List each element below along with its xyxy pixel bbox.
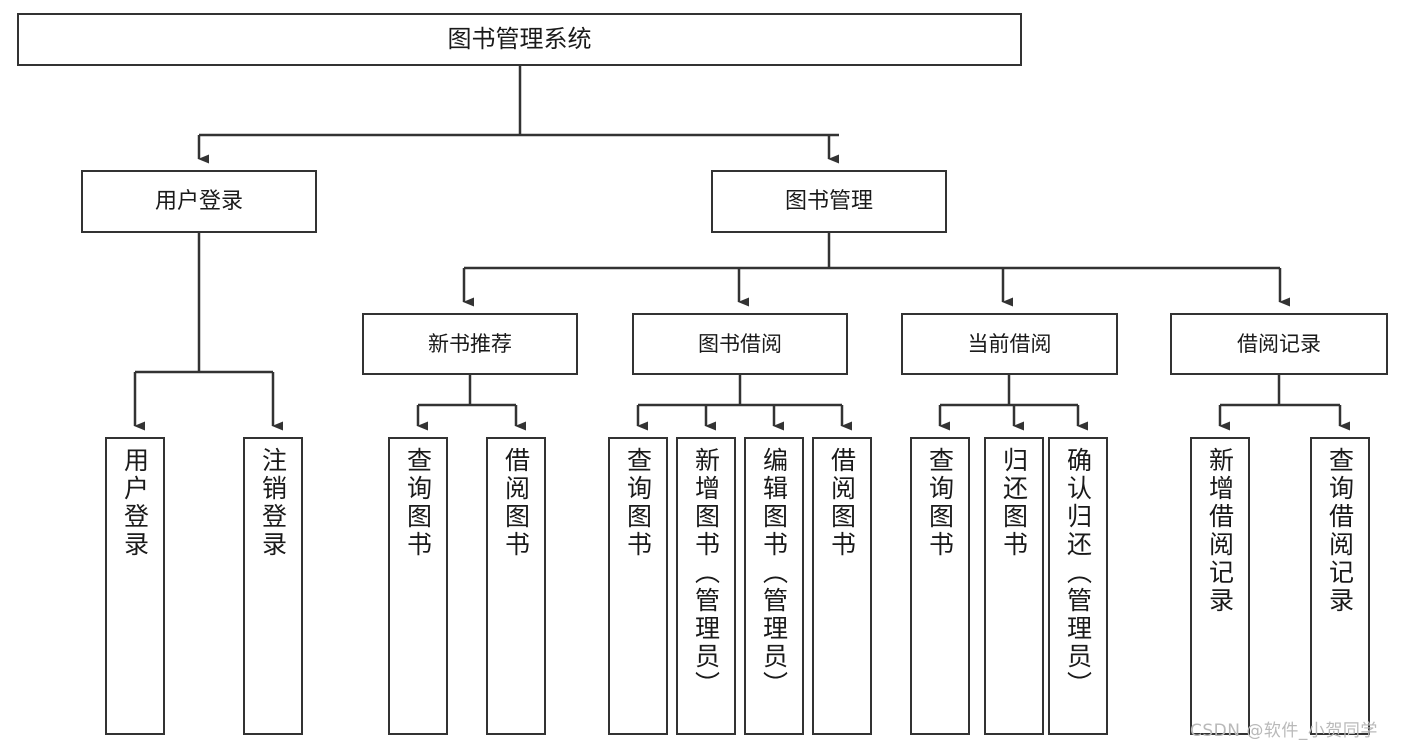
leaf-node[interactable]: 查询图书 [910,437,970,735]
node-borrow-record-label: 借阅记录 [1237,331,1321,356]
leaf-node-label: 查询图书 [925,447,955,559]
leaf-node-label: 用户登录 [120,447,150,559]
node-borrow-record[interactable]: 借阅记录 [1170,313,1388,375]
node-root[interactable]: 图书管理系统 [17,13,1022,66]
node-current-borrow-label: 当前借阅 [967,331,1052,356]
leaf-node[interactable]: 归还图书 [984,437,1044,735]
leaf-node-label: 查询图书 [403,447,433,559]
leaf-node[interactable]: 确认归还（管理员） [1048,437,1108,735]
leaf-node[interactable]: 查询图书 [608,437,668,735]
leaf-node-label: 借阅图书 [827,447,857,559]
node-book-management[interactable]: 图书管理 [711,170,947,233]
node-new-book-recommend-label: 新书推荐 [428,331,512,356]
leaf-node[interactable]: 用户登录 [105,437,165,735]
leaf-node[interactable]: 编辑图书（管理员） [744,437,804,735]
node-book-borrow[interactable]: 图书借阅 [632,313,848,375]
leaf-node-label: 借阅图书 [501,447,531,559]
watermark: CSDN @软件_小贺同学 [1190,721,1378,741]
node-new-book-recommend[interactable]: 新书推荐 [362,313,578,375]
leaf-node[interactable]: 新增图书（管理员） [676,437,736,735]
leaf-node[interactable]: 借阅图书 [486,437,546,735]
node-user-login[interactable]: 用户登录 [81,170,317,233]
leaf-node-label: 注销登录 [258,447,288,559]
leaf-node[interactable]: 查询图书 [388,437,448,735]
leaf-node-label: 新增借阅记录 [1205,447,1235,615]
node-root-label: 图书管理系统 [447,25,592,54]
leaf-node-label: 归还图书 [999,447,1029,559]
leaf-node-label: 查询借阅记录 [1325,447,1355,615]
node-user-login-label: 用户登录 [154,188,243,214]
node-current-borrow[interactable]: 当前借阅 [901,313,1118,375]
leaf-node[interactable]: 新增借阅记录 [1190,437,1250,735]
leaf-node-label: 查询图书 [623,447,653,559]
node-book-borrow-label: 图书借阅 [698,331,782,356]
leaf-node-label: 编辑图书（管理员） [759,447,789,699]
leaf-node[interactable]: 注销登录 [243,437,303,735]
leaf-node[interactable]: 借阅图书 [812,437,872,735]
leaf-node-label: 确认归还（管理员） [1063,447,1093,699]
leaf-node-label: 新增图书（管理员） [691,447,721,699]
node-book-management-label: 图书管理 [784,188,873,214]
leaf-node[interactable]: 查询借阅记录 [1310,437,1370,735]
